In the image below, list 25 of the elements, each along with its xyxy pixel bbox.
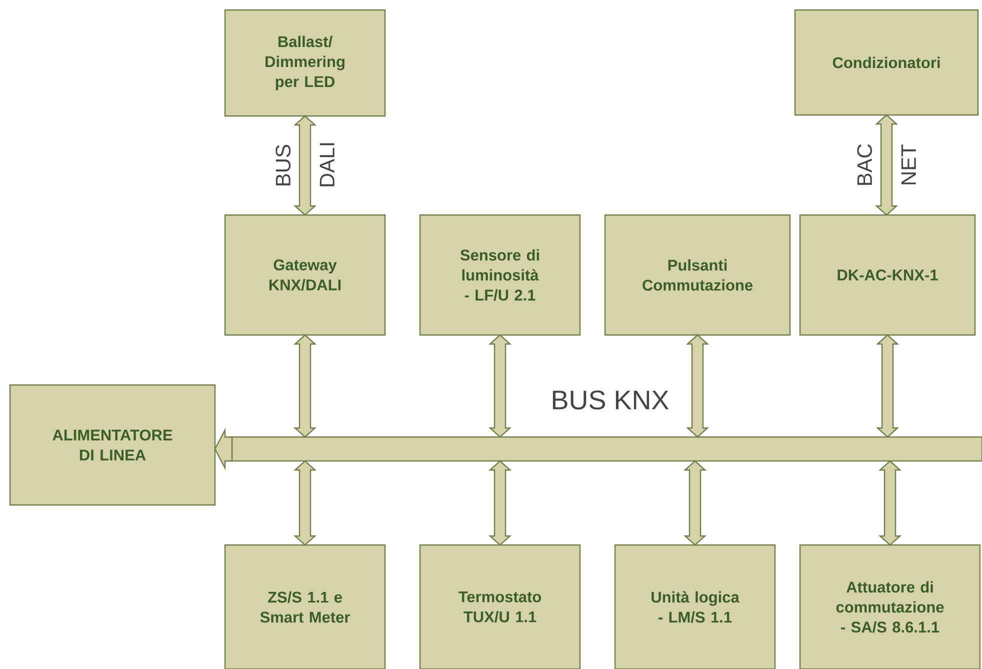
arrow: [874, 114, 898, 216]
device-box: ZS/S 1.1 e Smart Meter: [224, 544, 386, 669]
edge-label: BAC NET: [857, 144, 916, 185]
arrow: [686, 334, 710, 438]
edge-label: BUS DALI: [276, 143, 334, 186]
device-box: Unità logica - LM/S 1.1: [614, 544, 776, 669]
arrow: [488, 334, 512, 438]
device-box: Attuatore di commutazione - SA/S 8.6.1.1: [799, 544, 981, 669]
arrow: [488, 460, 512, 546]
arrow: [878, 460, 902, 546]
arrow: [683, 460, 707, 546]
device-box: Condizionatori: [794, 9, 979, 116]
device-box: DK-AC-KNX-1: [799, 214, 976, 336]
device-box: Sensore di luminosità - LF/U 2.1: [419, 214, 581, 336]
arrow: [293, 334, 317, 438]
bus-label: BUS KNX: [552, 390, 669, 410]
device-box: Gateway KNX/DALI: [224, 214, 386, 336]
device-box: Pulsanti Commutazione: [604, 214, 791, 336]
arrow: [293, 460, 317, 546]
device-box: Termostato TUX/U 1.1: [419, 544, 581, 669]
arrow: [876, 334, 900, 438]
arrow: [214, 428, 233, 470]
device-box: Ballast/ Dimmering per LED: [224, 9, 386, 117]
device-box: ALIMENTATORE DI LINEA: [9, 384, 216, 506]
arrow: [293, 115, 317, 216]
